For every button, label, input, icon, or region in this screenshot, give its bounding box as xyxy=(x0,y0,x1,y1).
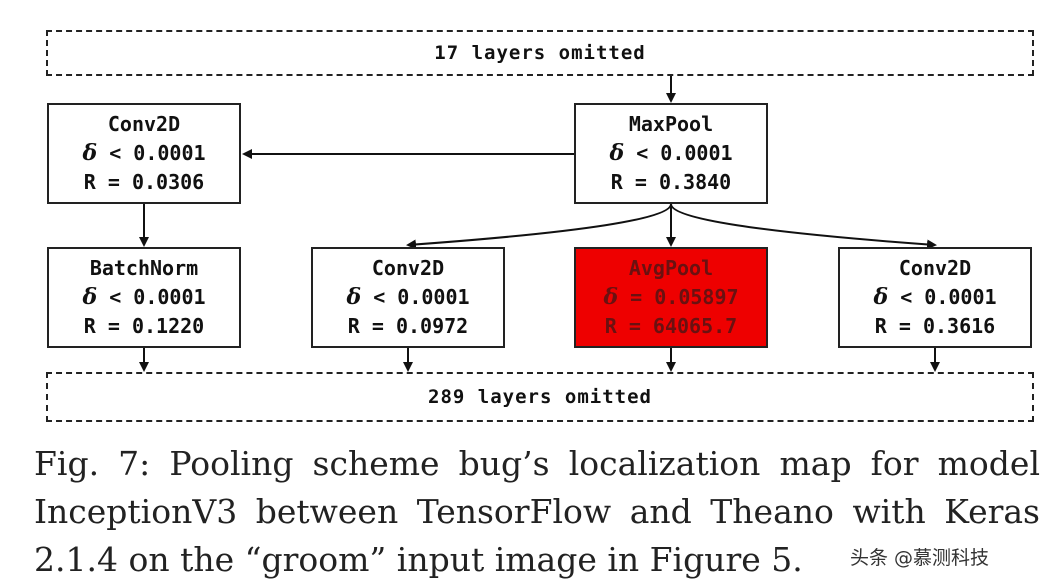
delta-value: < 0.0001 xyxy=(888,285,997,309)
omitted-layers-top-label: 17 layers omitted xyxy=(434,42,646,64)
node-conv2d-left: Conv2D δ < 0.0001 R = 0.0306 xyxy=(47,103,241,204)
node-delta-line: δ = 0.05897 xyxy=(603,283,738,312)
delta-value: < 0.0001 xyxy=(97,141,206,165)
delta-symbol: δ xyxy=(82,284,98,310)
node-delta-line: δ < 0.0001 xyxy=(609,139,732,168)
node-r-value: R = 0.0972 xyxy=(347,314,469,338)
node-name: BatchNorm xyxy=(89,256,199,280)
delta-symbol: δ xyxy=(603,284,619,310)
node-r-value: R = 64065.7 xyxy=(604,314,738,338)
node-name: Conv2D xyxy=(898,256,972,280)
node-avgpool-highlighted: AvgPool δ = 0.05897 R = 64065.7 xyxy=(574,247,768,348)
node-delta-line: δ < 0.0001 xyxy=(346,283,469,312)
node-name: Conv2D xyxy=(371,256,445,280)
node-name: Conv2D xyxy=(107,112,181,136)
node-delta-line: δ < 0.0001 xyxy=(82,139,205,168)
node-r-value: R = 0.1220 xyxy=(83,314,205,338)
node-delta-line: δ < 0.0001 xyxy=(873,283,996,312)
delta-value: = 0.05897 xyxy=(618,285,739,309)
node-r-value: R = 0.3616 xyxy=(874,314,996,338)
node-delta-line: δ < 0.0001 xyxy=(82,283,205,312)
figure-caption: Fig. 7: Pooling scheme bug’s localizatio… xyxy=(34,444,1040,579)
node-r-value: R = 0.0306 xyxy=(83,170,205,194)
node-maxpool: MaxPool δ < 0.0001 R = 0.3840 xyxy=(574,103,768,204)
edge-maxpool-to-conv-right xyxy=(670,203,937,250)
delta-symbol: δ xyxy=(873,284,889,310)
node-conv2d-middle: Conv2D δ < 0.0001 R = 0.0972 xyxy=(311,247,505,348)
omitted-layers-top: 17 layers omitted xyxy=(46,30,1034,76)
watermark: 头条 @慕测科技 xyxy=(842,541,998,572)
node-name: AvgPool xyxy=(628,256,714,280)
omitted-layers-bottom-label: 289 layers omitted xyxy=(428,386,652,408)
delta-symbol: δ xyxy=(609,140,625,166)
edge-maxpool-to-conv-mid xyxy=(406,203,672,250)
node-batchnorm: BatchNorm δ < 0.0001 R = 0.1220 xyxy=(47,247,241,348)
delta-symbol: δ xyxy=(346,284,362,310)
delta-value: < 0.0001 xyxy=(361,285,470,309)
node-r-value: R = 0.3840 xyxy=(610,170,732,194)
omitted-layers-bottom: 289 layers omitted xyxy=(46,372,1034,422)
delta-value: < 0.0001 xyxy=(624,141,733,165)
delta-symbol: δ xyxy=(82,140,98,166)
delta-value: < 0.0001 xyxy=(97,285,206,309)
node-name: MaxPool xyxy=(628,112,714,136)
node-conv2d-right: Conv2D δ < 0.0001 R = 0.3616 xyxy=(838,247,1032,348)
